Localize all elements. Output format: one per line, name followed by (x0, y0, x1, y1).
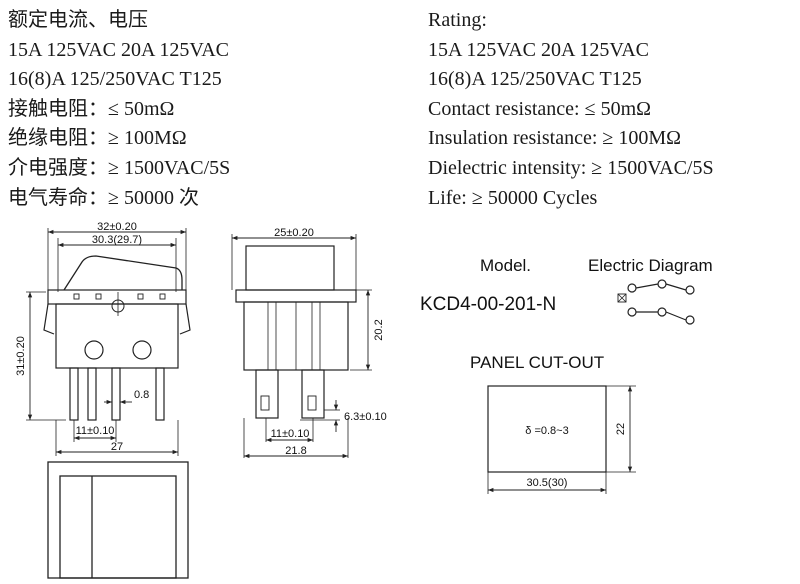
front-dim-inner: 30.3(29.7) (92, 234, 142, 246)
side-dim-pitch: 11±0.10 (271, 428, 310, 440)
panel-cutout (487, 385, 636, 494)
side-dim-base: 21.8 (285, 445, 306, 457)
front-view (26, 228, 191, 456)
front-dim-base: 27 (111, 441, 123, 453)
electric-diagram (617, 279, 695, 325)
side-dim-terminal: 6.3±0.10 (344, 411, 387, 423)
spec-en-line1: 15A 125VAC 20A 125VAC (428, 38, 649, 61)
top-view (47, 461, 189, 579)
front-dim-width: 32±0.20 (97, 221, 137, 233)
specs-english: Rating: 15A 125VAC 20A 125VAC 16(8)A 125… (428, 6, 714, 213)
spec-en-line2: 16(8)A 125/250VAC T125 (428, 68, 642, 91)
spec-en-insulation: Insulation resistance: ≥ 100MΩ (428, 127, 682, 150)
front-dim-pitch: 11±0.10 (76, 425, 115, 437)
panel-height: 22 (615, 423, 627, 435)
front-dim-terminal: 0.8 (134, 389, 149, 401)
spec-cn-dielectric: 介电强度：≥ 1500VAC/5S (8, 156, 231, 179)
specs-chinese: 额定电流、电压 15A 125VAC 20A 125VAC 16(8)A 125… (8, 6, 230, 213)
side-view (231, 234, 372, 459)
panel-thickness: δ =0.8~3 (525, 425, 568, 437)
spec-en-dielectric: Dielectric intensity: ≥ 1500VAC/5S (428, 156, 714, 179)
panel-cutout-title: PANEL CUT-OUT (470, 353, 604, 372)
spec-cn-line1: 15A 125VAC 20A 125VAC (8, 38, 229, 61)
model-number: KCD4-00-201-N (420, 294, 556, 315)
panel-width: 30.5(30) (527, 477, 568, 489)
side-dim-width: 25±0.20 (274, 227, 314, 239)
spec-cn-life: 电气寿命：≥ 50000 次 (8, 186, 199, 209)
spec-cn-rating: 额定电流、电压 (8, 9, 148, 31)
front-dim-height: 31±0.20 (15, 336, 27, 376)
side-dim-height: 20.2 (373, 319, 385, 340)
spec-en-contact: Contact resistance: ≤ 50mΩ (428, 97, 652, 120)
spec-en-rating: Rating: (428, 9, 487, 31)
spec-en-life: Life: ≥ 50000 Cycles (428, 186, 598, 209)
electric-diagram-label: Electric Diagram (588, 256, 713, 275)
spec-cn-line2: 16(8)A 125/250VAC T125 (8, 68, 222, 91)
spec-cn-contact: 接触电阻：≤ 50mΩ (8, 97, 175, 120)
model-label: Model. (480, 256, 531, 275)
spec-cn-insulation: 绝缘电阻：≥ 100MΩ (8, 127, 187, 150)
